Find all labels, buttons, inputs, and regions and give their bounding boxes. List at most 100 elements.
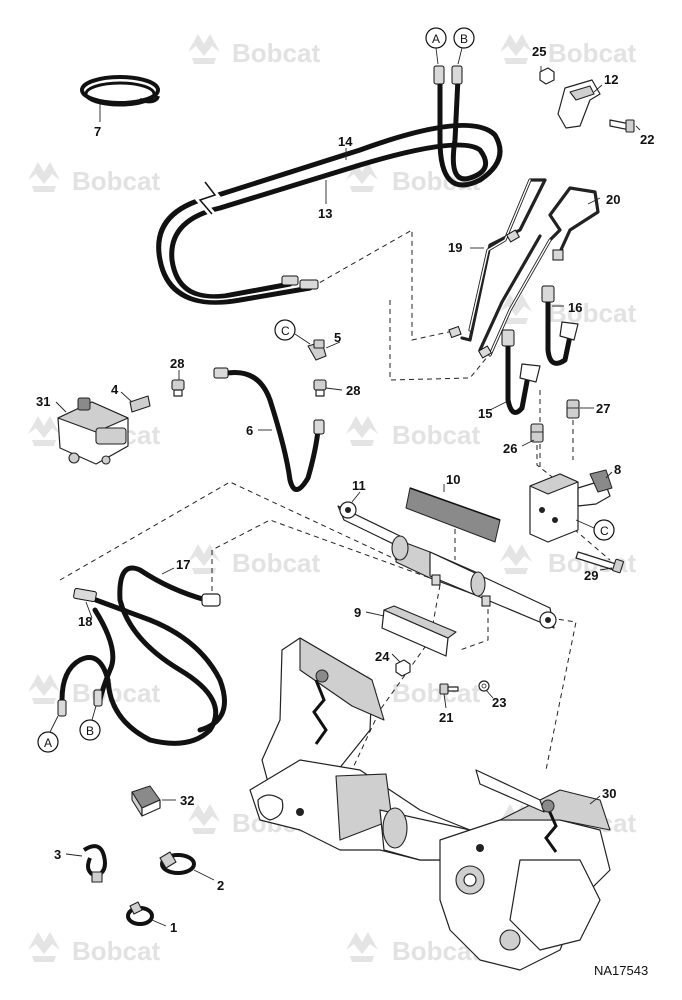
dashed-line-hose17-to-cylinder: [211, 519, 431, 600]
callout-16: 16: [568, 300, 582, 315]
callout-29: 29: [584, 568, 598, 583]
callout-31: 31: [36, 394, 50, 409]
port-label-a-top: A: [425, 27, 447, 65]
bobcat-watermark-logo: [28, 162, 60, 192]
part-24-nut: [395, 659, 411, 677]
callout-17: 17: [176, 557, 190, 572]
bobcat-watermark: Bobcat: [72, 936, 160, 966]
part-3-clamp: [82, 844, 107, 883]
callout-30: 30: [602, 786, 616, 801]
dashed-line-lower-loop: [59, 481, 441, 581]
dashed-line-hose13-to-tube19: [311, 229, 459, 341]
callout-1: 1: [170, 920, 177, 935]
part-32-clip-block: [131, 785, 161, 817]
callout-22: 22: [640, 132, 654, 147]
svg-text:C: C: [281, 324, 290, 338]
callout-19: 19: [448, 240, 462, 255]
part-1-clamp: [126, 901, 154, 926]
part-20-tube: [477, 186, 600, 359]
callout-15: 15: [478, 406, 492, 421]
callout-28-right: 28: [346, 383, 360, 398]
bobcat-watermark: Bobcat: [392, 678, 480, 708]
callout-20: 20: [606, 192, 620, 207]
bobcat-watermark: Bobcat: [392, 420, 480, 450]
part-19-tube: [448, 178, 547, 342]
svg-text:C: C: [600, 524, 609, 538]
dashed-line-cylinder-base: [459, 600, 489, 651]
dashed-line-mount-to-pivot: [351, 584, 441, 771]
part-29-bolt: [575, 551, 624, 574]
callout-14: 14: [338, 134, 353, 149]
callout-12: 12: [604, 72, 618, 87]
bobcat-watermark-logo: [346, 932, 378, 962]
part-11-cylinder: [337, 501, 557, 629]
bobcat-watermark: Bobcat: [232, 38, 320, 68]
part-2-clamp: [159, 851, 196, 875]
port-label-b-top: B: [453, 27, 475, 65]
callout-10: 10: [446, 472, 460, 487]
callout-8: 8: [614, 462, 621, 477]
part-23-washer: [478, 680, 490, 692]
callout-25: 25: [532, 44, 546, 59]
part-25-nut: [539, 67, 555, 85]
part-15-hose: [501, 329, 541, 415]
bobcat-watermark-logo: [28, 932, 60, 962]
svg-text:B: B: [86, 724, 94, 738]
callout-27: 27: [596, 401, 610, 416]
bobcat-watermark: Bobcat: [72, 166, 160, 196]
part-9-guard-plate: [381, 605, 457, 657]
bobcat-watermark-logo: [500, 34, 532, 64]
part-28-connector-left: [171, 379, 185, 397]
part-27-fitting: [566, 399, 580, 419]
part-10-cylinder-cover: [405, 487, 501, 543]
bobcat-watermark: Bobcat: [232, 548, 320, 578]
callout-5: 5: [334, 330, 341, 345]
part-5-elbow: [307, 339, 327, 361]
part-28-connector-right: [313, 379, 327, 397]
bobcat-watermark-logo: [188, 804, 220, 834]
port-label-c-elbow: C: [274, 319, 311, 345]
part-13-14-long-hoses: [156, 65, 503, 305]
callout-24: 24: [375, 649, 390, 664]
leader-lines: [55, 66, 641, 927]
port-label-a-bottom: A: [37, 715, 59, 753]
drawing-code: NA17543: [594, 963, 648, 978]
svg-text:A: A: [432, 32, 440, 46]
callout-3: 3: [54, 847, 61, 862]
port-label-c-valve: C: [575, 519, 615, 541]
callout-26: 26: [503, 441, 517, 456]
part-26-fitting: [530, 423, 544, 443]
callout-21: 21: [439, 710, 453, 725]
callout-13: 13: [318, 206, 332, 221]
part-7-hose-coil: [80, 75, 160, 107]
dashed-line-cylinder-to-mount: [545, 617, 577, 771]
part-30-frame-assembly: [249, 637, 611, 971]
part-31-control-valve: [57, 397, 129, 465]
callout-11: 11: [352, 478, 366, 493]
bobcat-watermark-logo: [28, 674, 60, 704]
part-6-hose: [213, 367, 325, 492]
part-12-bracket: [557, 79, 601, 129]
bobcat-watermark-logo: [500, 544, 532, 574]
callout-7: 7: [94, 124, 101, 139]
callout-28-left: 28: [170, 356, 184, 371]
callout-6: 6: [246, 423, 253, 438]
port-label-b-bottom: B: [79, 705, 101, 741]
bobcat-watermark-logo: [28, 416, 60, 446]
part-16-hose: [541, 285, 579, 366]
callout-4: 4: [111, 382, 119, 397]
connection-lines: [59, 229, 611, 771]
svg-text:B: B: [460, 32, 468, 46]
bobcat-watermark-logo: [346, 416, 378, 446]
bobcat-watermark: Bobcat: [72, 678, 160, 708]
bobcat-watermark-logo: [188, 544, 220, 574]
callout-32: 32: [180, 793, 194, 808]
dashed-line-tube19-to-hose15: [389, 300, 489, 381]
callout-23: 23: [492, 695, 506, 710]
dashed-line-valve-to-fitting26: [536, 445, 557, 481]
callout-numbers: 7 14 13 25 12 22 19 20 16 15 27 26 8 5 2…: [36, 44, 654, 935]
part-4-fitting: [129, 395, 151, 413]
callout-18: 18: [78, 614, 92, 629]
bobcat-watermark-logo: [188, 34, 220, 64]
